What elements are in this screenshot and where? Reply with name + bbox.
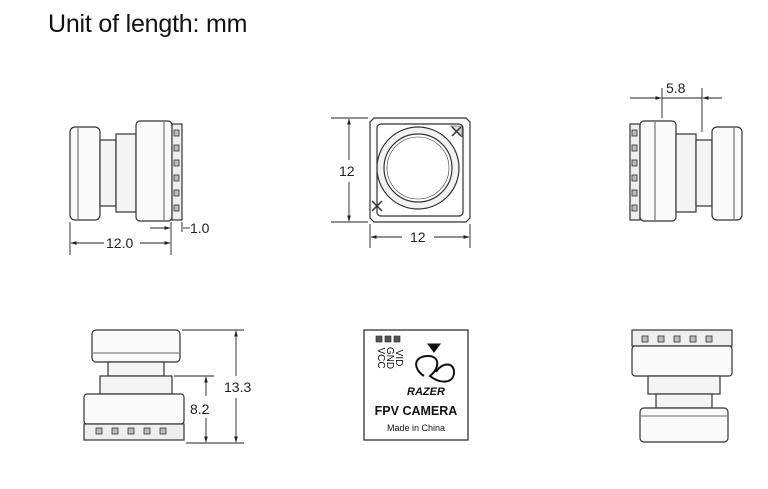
dim-side-length: 12.0 bbox=[106, 235, 133, 251]
product-name: FPV CAMERA bbox=[375, 404, 458, 418]
dim-bottom-lens: 8.2 bbox=[190, 401, 210, 417]
pin-label-vid: VID bbox=[393, 350, 404, 367]
bottom-view bbox=[83, 329, 185, 441]
product-label: VID GND VCC RAZER FPV CAMERA Made in Chi… bbox=[363, 329, 469, 441]
front-view bbox=[369, 117, 471, 223]
page-title: Unit of length: mm bbox=[48, 10, 248, 38]
pin-label-gnd: GND bbox=[384, 347, 395, 369]
razer-logo bbox=[415, 343, 456, 383]
dim-bottom-total: 13.3 bbox=[224, 379, 251, 395]
inverted-view bbox=[631, 329, 733, 443]
rear-dimension-lines bbox=[630, 88, 722, 132]
origin-text: Made in China bbox=[387, 423, 445, 433]
dim-front-height: 12 bbox=[339, 163, 355, 179]
bottom-dimension-lines bbox=[174, 329, 244, 444]
dim-front-width: 12 bbox=[410, 229, 426, 245]
dim-rear-depth: 5.8 bbox=[666, 80, 686, 96]
brand-name: RAZER bbox=[407, 386, 445, 398]
dim-side-offset: 1.0 bbox=[190, 220, 210, 236]
side-dimension-lines bbox=[69, 222, 190, 255]
pin-label-vcc: VCC bbox=[375, 347, 386, 368]
side-view bbox=[69, 120, 183, 222]
front-dimension-lines bbox=[331, 117, 471, 248]
rear-view bbox=[629, 120, 743, 222]
